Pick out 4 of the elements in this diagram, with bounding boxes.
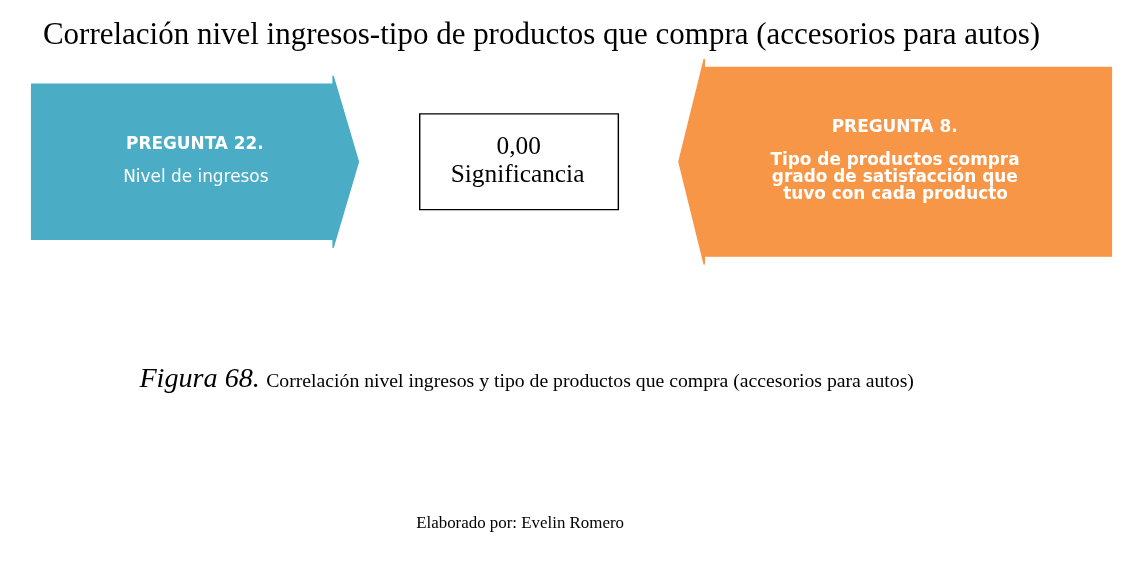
label: Elaborado por: Evelin Romero [415,513,624,533]
diagram-title: Correlación nivel ingresos-tipo de productos que compra (accesorios para autos) [42,16,1040,52]
node-box: 0,00 Significancia [418,113,619,211]
caption: Figura 68. Correlación nivel ingresos y tipo de productos que compra (accesorios para autos) [138,362,914,394]
